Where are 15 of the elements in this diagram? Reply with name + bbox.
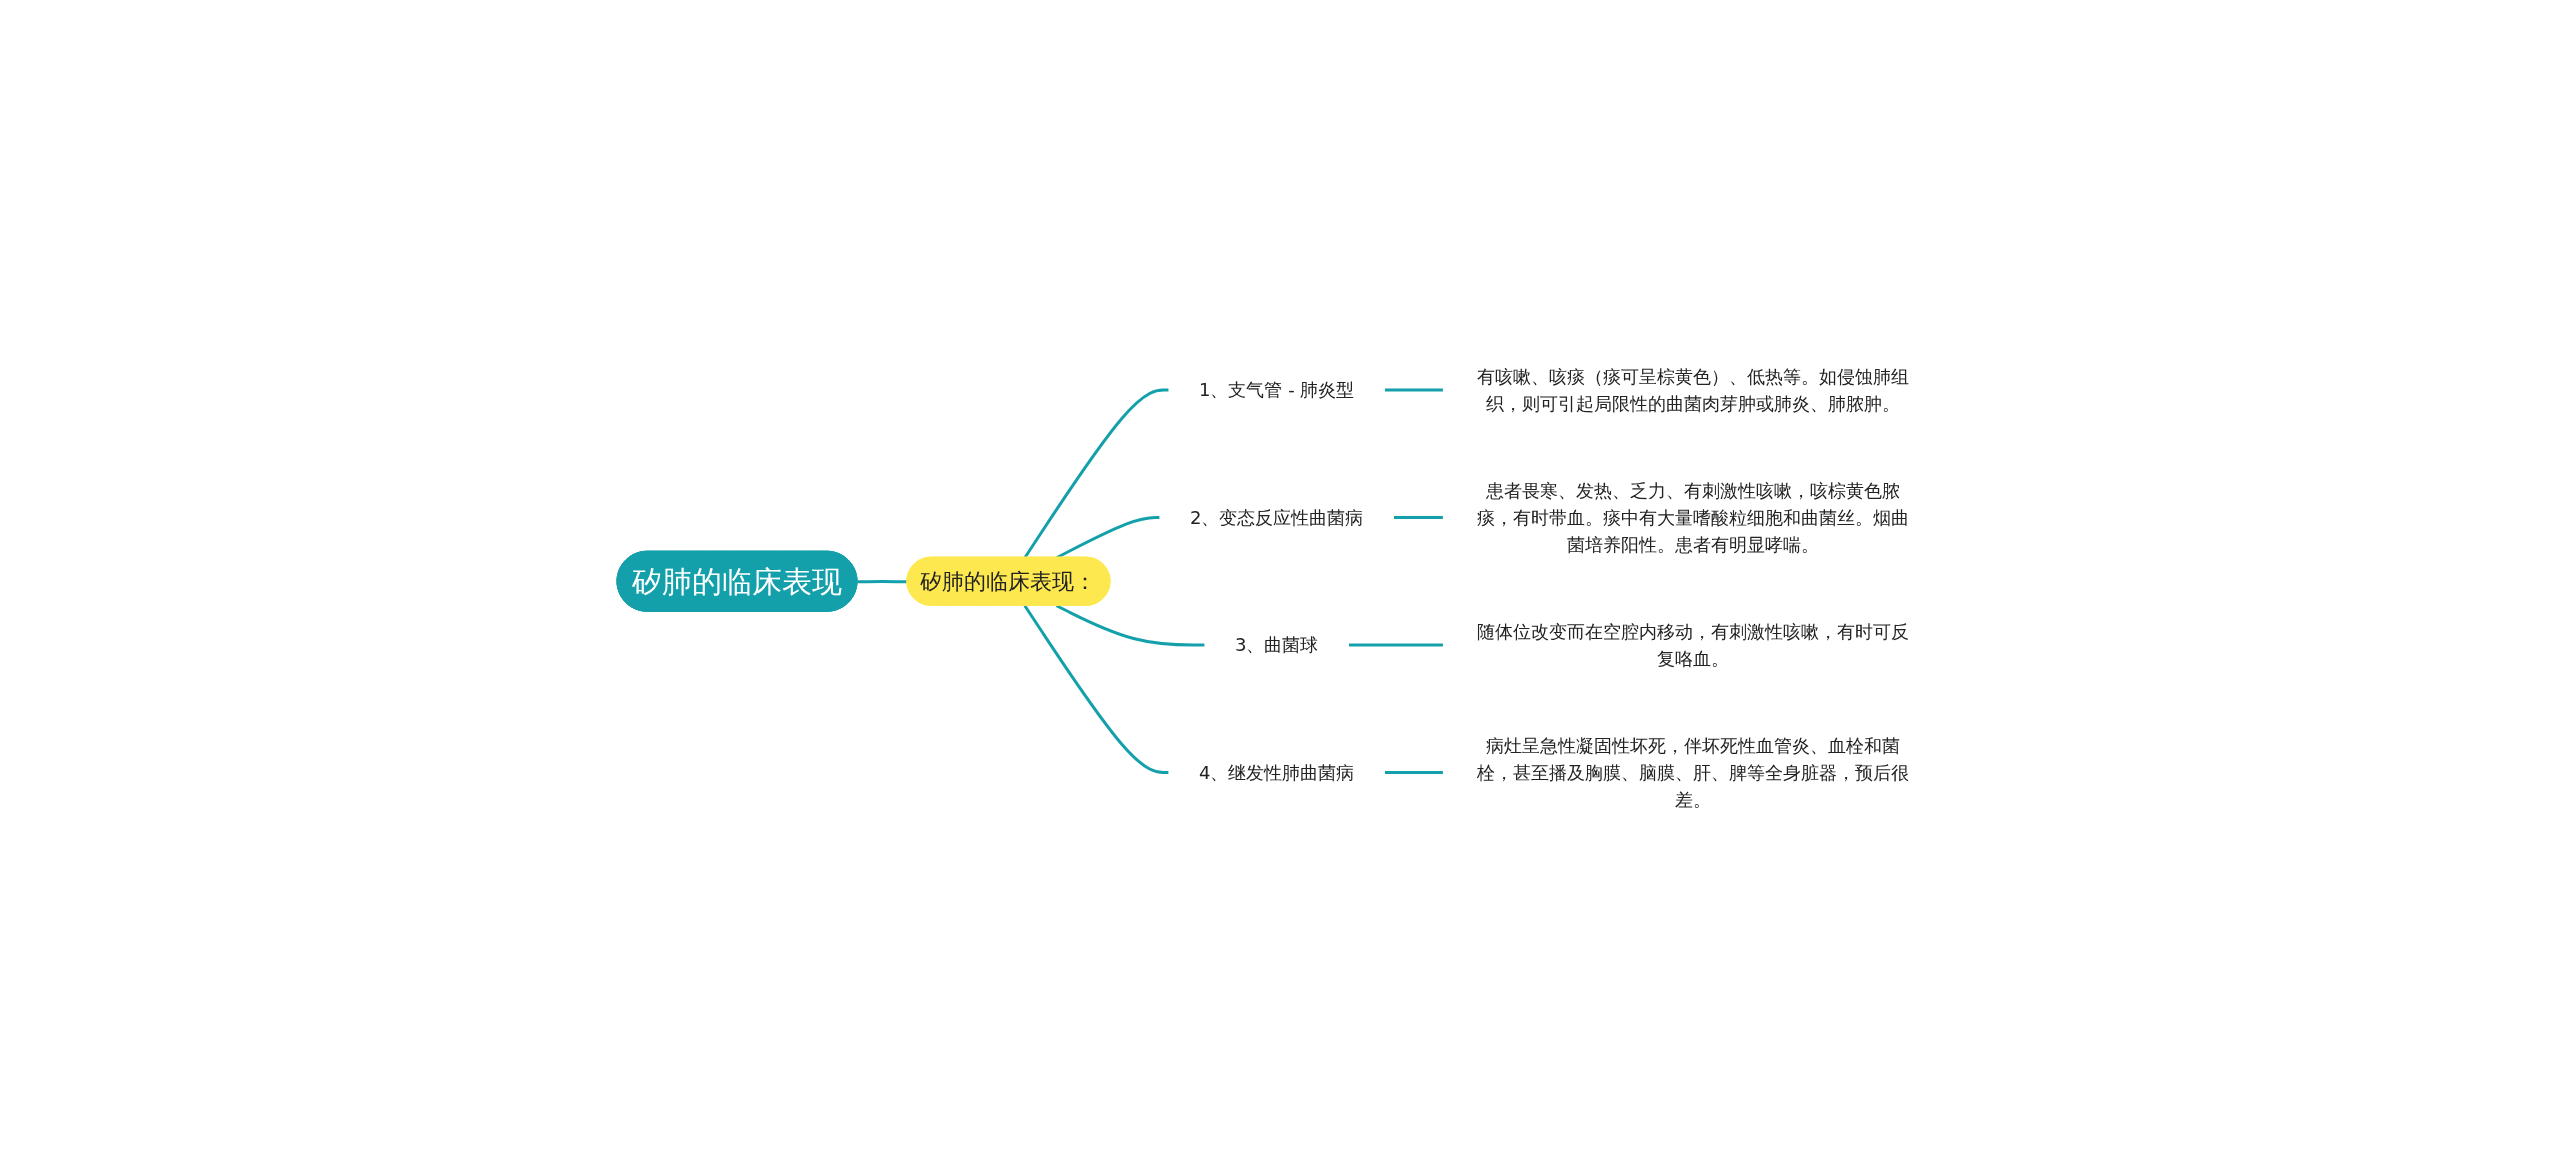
node-text: 病灶呈急性凝固性坏死，伴坏死性血管炎、血栓和菌栓，甚至播及胸膜、脑膜、肝、脾等全身脏器，预后很差。 [1477,734,1910,810]
connector [1393,515,1444,519]
connector [1023,604,1169,774]
node-text: 4、继发性肺曲菌病 [1198,761,1355,783]
connector [1384,388,1444,391]
node-text: 2、变态反应性曲菌病 [1189,506,1364,528]
node-text: 有咳嗽、咳痰（痰可呈棕黄色）、低热等。如侵蚀肺组织，则可引起局限性的曲菌肉芽肿或肺炎、肺脓肿。 [1477,365,1910,414]
node-text: 患者畏寒、发热、乏力、有刺激性咳嗽，咳棕黄色脓痰，有时带血。痰中有大量嗜酸粒细胞和曲菌丝。烟曲菌培养阳性。患者有明显哮喘。 [1477,479,1910,555]
connector [1384,770,1444,774]
node-text: 随体位改变而在空腔内移动，有刺激性咳嗽，有时可反复咯血。 [1477,620,1910,669]
connector [1055,603,1205,646]
node-text: 1、支气管 - 肺炎型 [1198,379,1355,400]
connector [857,579,908,583]
connector [1348,643,1444,646]
node-text: 3、曲菌球 [1234,633,1319,655]
